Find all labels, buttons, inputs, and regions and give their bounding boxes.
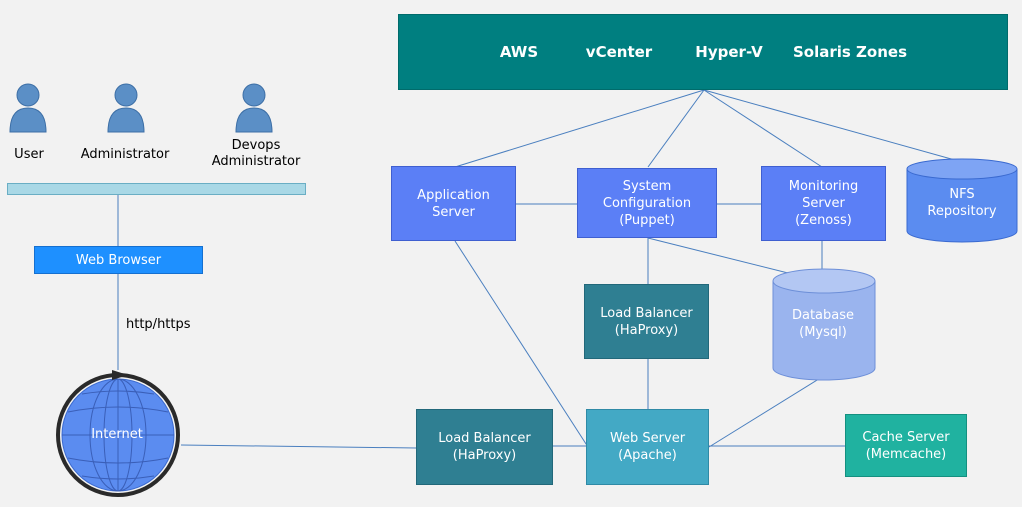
administrator-label: Administrator — [80, 147, 170, 162]
web-server-node: Web Server (Apache) — [586, 409, 709, 485]
platform-hyper-v: Hyper-V — [695, 43, 763, 61]
cache-server-node: Cache Server (Memcache) — [845, 414, 967, 477]
inner-load-balancer-node: Load Balancer (HaProxy) — [584, 284, 709, 359]
application-server-node: Application Server — [391, 166, 516, 241]
globe-icon — [56, 370, 180, 497]
cylinder-icon — [906, 158, 1018, 243]
platform-vcenter: vCenter — [585, 43, 653, 61]
cylinder-icon — [772, 268, 876, 381]
platform-solaris-zones: Solaris Zones — [792, 43, 908, 61]
person-icon — [235, 83, 273, 133]
virtualization-platform-bar: AWS vCenter Hyper-V Solaris Zones — [398, 14, 1008, 90]
outer-load-balancer-node: Load Balancer (HaProxy) — [416, 409, 553, 485]
internet-label: Internet — [91, 427, 143, 442]
user-access-bar — [7, 183, 306, 195]
database-label: Database(Mysql) — [791, 308, 855, 340]
web-browser-box: Web Browser — [34, 246, 203, 274]
person-icon — [9, 83, 47, 133]
protocol-label: http/https — [126, 317, 191, 332]
monitoring-server-node: Monitoring Server (Zenoss) — [761, 166, 886, 241]
user-label: User — [14, 147, 44, 162]
platform-aws: AWS — [499, 43, 539, 61]
system-configuration-node: System Configuration (Puppet) — [577, 168, 717, 238]
person-icon — [107, 83, 145, 133]
